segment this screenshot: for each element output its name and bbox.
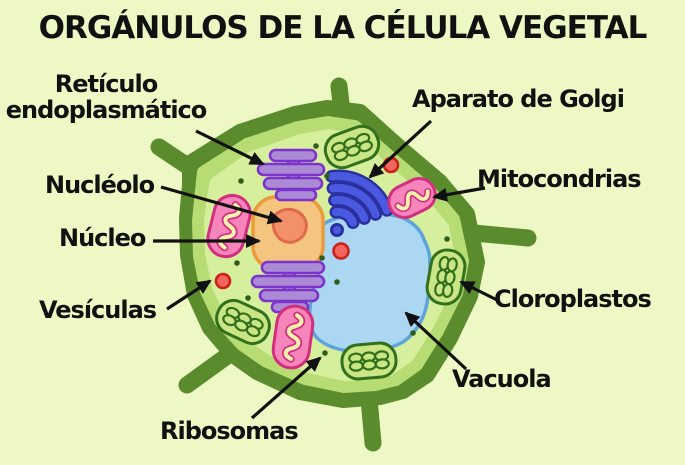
golgi-apparatus-shape — [325, 169, 394, 237]
endoplasmic-reticulum-bottom — [250, 260, 326, 314]
endoplasmic-reticulum-top — [256, 148, 326, 202]
arrow-golgi — [368, 119, 433, 179]
label-nucleolus: Nucléolo — [45, 171, 155, 199]
arrow-vacuole — [404, 311, 468, 371]
label-chloroplasts: Cloroplastos — [494, 285, 652, 313]
label-vesicles: Vesículas — [39, 296, 157, 324]
arrow-nucleolus — [160, 185, 283, 225]
arrow-chloroplasts — [459, 280, 500, 303]
arrow-mitochondria — [432, 186, 486, 202]
label-arrows — [153, 119, 500, 420]
chloroplast-top — [323, 124, 381, 170]
mitochondrion-bottom — [271, 304, 315, 370]
arrow-ribosomes — [250, 356, 322, 420]
cell-arm-bottom — [360, 390, 382, 452]
nucleolus-shape — [271, 207, 308, 244]
vesicle — [214, 272, 232, 290]
ribosome-dots — [234, 143, 450, 356]
label-vacuole: Vacuola — [452, 365, 552, 393]
chloroplast-lower-left — [215, 298, 271, 346]
label-ribosomes: Ribosomas — [160, 417, 299, 445]
mitochondrion-right — [387, 176, 437, 220]
vesicle — [332, 242, 350, 260]
label-mitochondria: Mitocondrias — [477, 165, 642, 193]
chloroplast-right — [425, 248, 467, 306]
arrow-endoplasmic-reticulum — [195, 129, 265, 166]
cell-arm-lower-left — [178, 347, 236, 394]
label-nucleus: Núcleo — [59, 224, 146, 252]
label-endoplasmic-reticulum: Retículo endoplasmático — [5, 70, 208, 125]
arrow-vesicles — [166, 279, 212, 311]
chloroplast-bottom — [340, 341, 398, 381]
cell-arm-right — [465, 224, 537, 247]
page-title: ORGÁNULOS DE LA CÉLULA VEGETAL — [38, 10, 648, 46]
label-golgi-apparatus: Aparato de Golgi — [412, 85, 625, 113]
